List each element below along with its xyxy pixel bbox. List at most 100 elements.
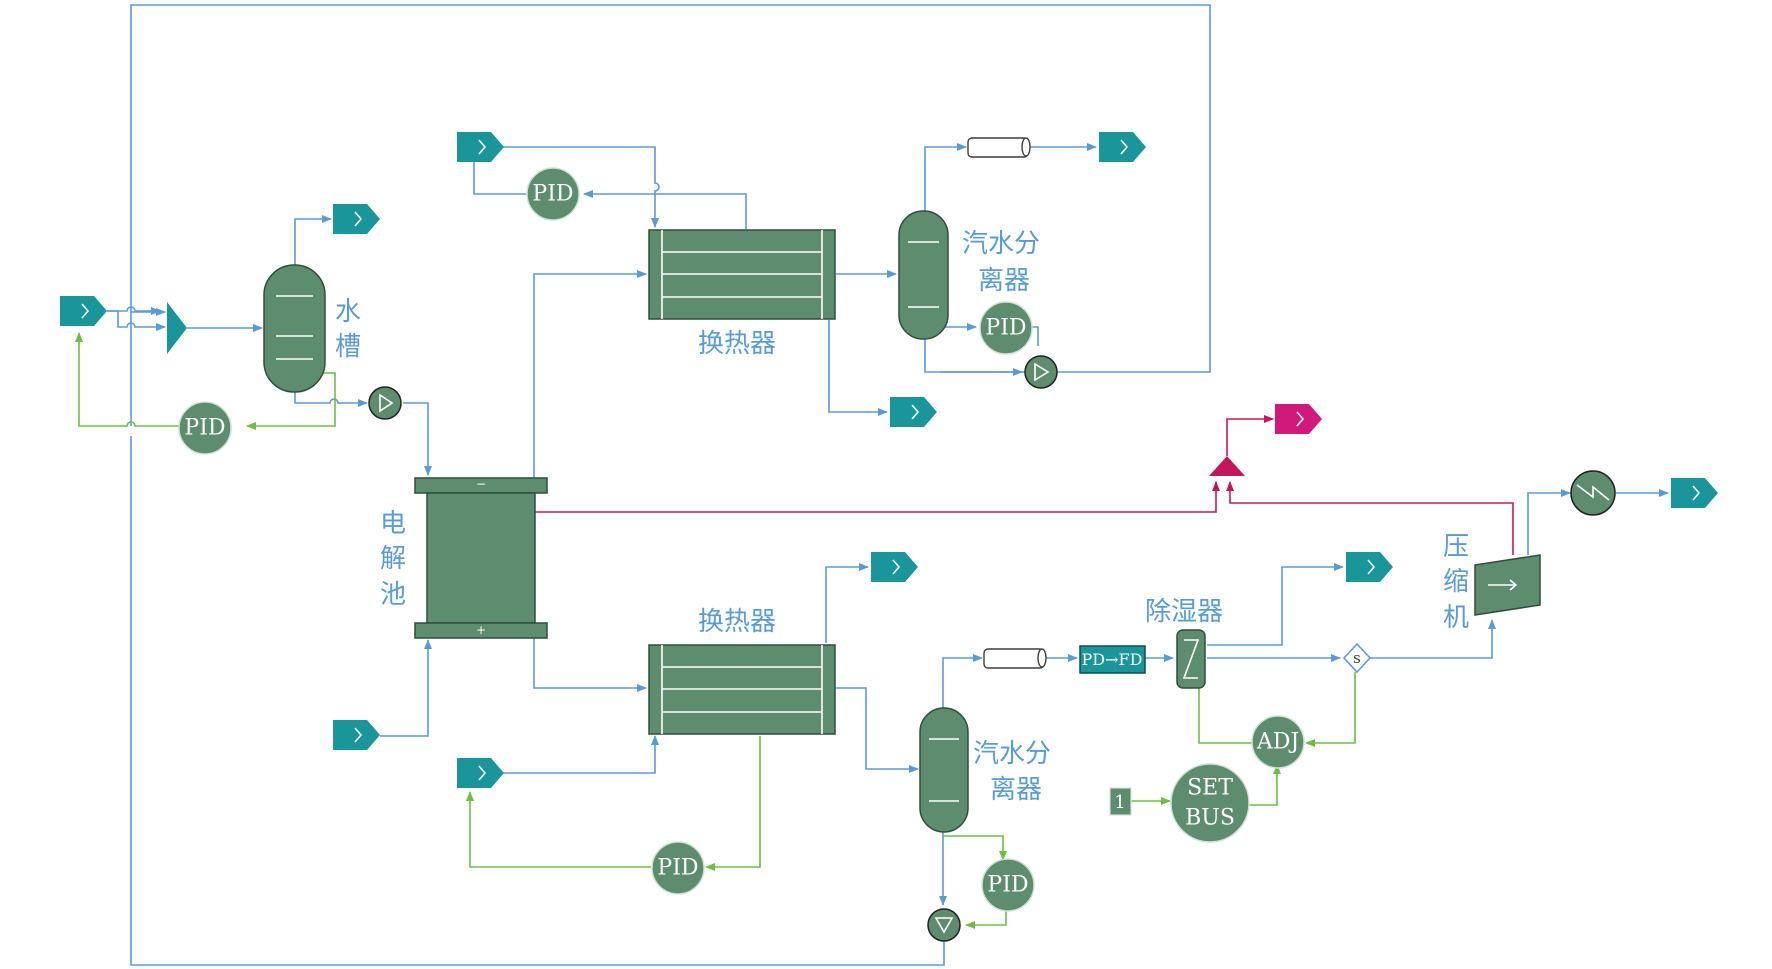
top-separator[interactable] [898, 210, 949, 340]
top-coolant-port[interactable] [457, 132, 504, 162]
splitter-to-adj-line [1305, 672, 1356, 747]
electrolyzer[interactable]: − + [414, 477, 548, 639]
electrolyzer-label-1: 电 [380, 509, 406, 539]
bottom-separator[interactable] [919, 707, 969, 833]
tank-vent-port[interactable] [333, 204, 380, 234]
bottom-pipe[interactable] [983, 648, 1047, 669]
dehumidifier-to-adj-line [1198, 660, 1252, 744]
bottom-inlet-to-electrolyzer-line [380, 639, 432, 737]
top-hx-coolant-out-port[interactable] [890, 397, 937, 427]
top-hx-coolant-out-line [828, 320, 888, 416]
stream-lines [107, 4, 1669, 966]
setbus-to-adj-line [1237, 764, 1281, 806]
splitter-to-compressor-line [1370, 619, 1496, 659]
bottom-separator-label-1: 汽水分 [973, 739, 1051, 769]
inlet-to-mixer-line-2 [107, 310, 166, 331]
adj-controller[interactable]: ADJ [1251, 715, 1305, 769]
pid-controller-tank-label: PID [184, 416, 225, 441]
cooler[interactable] [1570, 470, 1616, 516]
gas-lines [534, 415, 1514, 555]
pd-fd-block[interactable]: PD→FD [1079, 645, 1146, 674]
compressor-label-1: 压 [1443, 532, 1469, 562]
electrolyzer-to-top-hx-line [533, 270, 647, 478]
pid-controller-tank[interactable]: PID [178, 401, 232, 455]
top-hx-to-pid-line [583, 190, 747, 229]
pd-fd-label: PD→FD [1082, 650, 1143, 669]
pid-controller-top-hx-label: PID [532, 182, 573, 207]
water-tank[interactable] [263, 264, 326, 393]
top-separator-label-1: 汽水分 [962, 229, 1040, 259]
set-bus-controller[interactable]: SET BUS [1170, 763, 1250, 843]
electrolyzer-label-3: 池 [380, 580, 406, 610]
electrolyzer-cathode-terminal: − [476, 477, 486, 491]
inlet-to-mixer-line [107, 306, 161, 315]
top-pid-to-port-line [473, 162, 526, 195]
pid-controller-separator-top-label: PID [985, 316, 1026, 341]
hydrogen-mixer[interactable] [1209, 456, 1245, 476]
bottom-inlet-port[interactable] [333, 720, 380, 750]
top-heat-exchanger[interactable] [648, 229, 836, 320]
pid-controller-bottom-hx-label: PID [657, 856, 698, 881]
dehumidifier-label: 除湿器 [1145, 597, 1223, 627]
bottom-coolant-port[interactable] [457, 758, 504, 788]
separator-top-to-pipe-line [924, 143, 967, 212]
recycle-loop-line [130, 4, 1211, 373]
dehumidifier[interactable] [1176, 629, 1206, 689]
compressor-label-2: 缩 [1443, 567, 1469, 597]
compressor[interactable] [1474, 554, 1541, 616]
top-separator-pump[interactable] [1024, 355, 1058, 389]
splitter-label: s [1353, 649, 1361, 667]
bottom-hx-pid-signal-line [705, 736, 761, 871]
top-heat-exchanger-label: 换热器 [698, 329, 776, 359]
pid-controller-top-hx[interactable]: PID [526, 167, 580, 221]
splitter[interactable]: s [1342, 642, 1372, 674]
dehumidifier-to-port-line [1207, 563, 1344, 646]
pump-to-electrolyzer-line [403, 402, 432, 476]
mixer[interactable] [167, 302, 187, 354]
tank-pump[interactable] [368, 386, 402, 420]
bottom-separator-pump[interactable] [927, 908, 961, 942]
water-tank-label-1: 水 [335, 297, 361, 327]
top-separator-label-2: 离器 [978, 266, 1030, 296]
pid-controller-separator-bottom[interactable]: PID [981, 858, 1035, 912]
separator-bottom-pid-to-pump-line [965, 911, 1007, 929]
compressor-gas-line [1226, 481, 1514, 555]
set-bus-label-2: BUS [1185, 806, 1235, 831]
hydrogen-product-port[interactable] [1275, 404, 1322, 434]
bottom-heat-exchanger[interactable] [648, 644, 836, 735]
constant-block[interactable]: 1 [1109, 787, 1132, 816]
pid-controller-separator-top[interactable]: PID [979, 301, 1033, 355]
tank-pid-to-inlet-line [75, 332, 179, 427]
recycle-loop-bottom-line [130, 312, 945, 966]
adj-controller-label: ADJ [1256, 730, 1299, 755]
set-bus-label-1: SET [1187, 776, 1233, 801]
top-pipe[interactable] [967, 137, 1031, 158]
separator-top-to-pump-line [924, 338, 1023, 376]
inlet-port-left[interactable] [60, 296, 107, 326]
bottom-hx-vent-port[interactable] [871, 552, 918, 582]
bottom-pid-to-port-line [466, 791, 651, 868]
compressor-label-3: 机 [1443, 603, 1469, 633]
water-tank-label-2: 槽 [335, 332, 361, 362]
bottom-coolant-line [498, 735, 659, 774]
bottom-heat-exchanger-label: 换热器 [698, 607, 776, 637]
top-product-port[interactable] [1099, 132, 1146, 162]
tank-to-pump-line [294, 390, 368, 407]
bottom-hx-vent-line [825, 563, 869, 643]
compressed-product-port[interactable] [1671, 478, 1718, 508]
electrolyzer-to-bottom-hx-line [533, 636, 647, 692]
mixer-to-product-line [1226, 415, 1274, 456]
pid-controller-separator-bottom-label: PID [987, 873, 1028, 898]
pid-controller-bottom-hx[interactable]: PID [651, 841, 705, 895]
electrolyzer-gas-line [534, 481, 1220, 513]
separator-bottom-to-pipe-line [942, 654, 983, 710]
electrolyzer-anode-terminal: + [476, 623, 486, 637]
constant-label: 1 [1114, 792, 1125, 813]
top-coolant-line [498, 146, 660, 228]
bottom-hx-to-separator-line [836, 687, 919, 773]
separator-bottom-pid-signal-line [943, 835, 1007, 861]
dehumidifier-water-port[interactable] [1346, 552, 1393, 582]
ports [60, 132, 1718, 788]
tank-to-vent-line [294, 215, 332, 267]
